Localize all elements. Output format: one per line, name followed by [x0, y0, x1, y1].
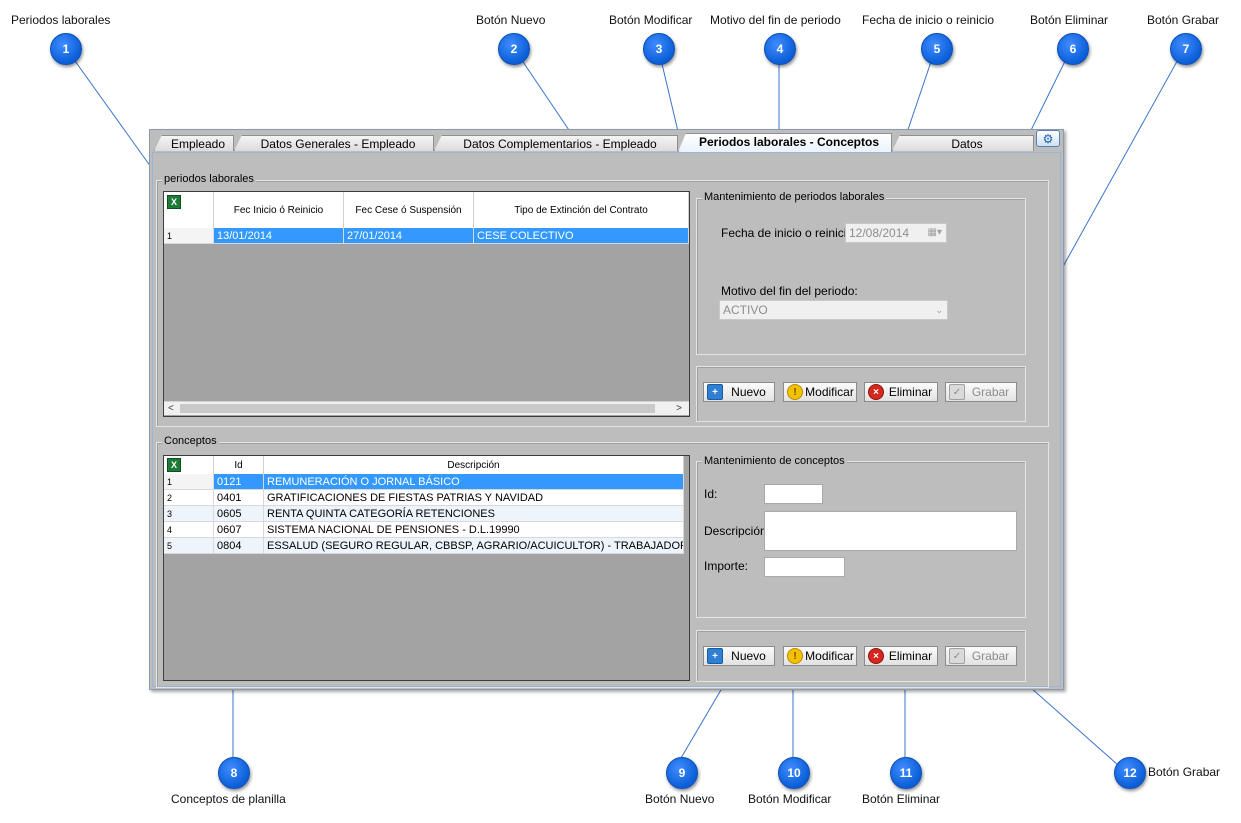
id-label: Id: — [704, 487, 718, 501]
conceptos-eliminar-button[interactable]: × Eliminar — [864, 646, 938, 666]
callout-label-4: Motivo del fin de periodo — [710, 13, 841, 27]
periodos-grabar-button[interactable]: ✓ Grabar — [945, 382, 1017, 402]
delete-icon: × — [868, 384, 884, 400]
periodos-actions — [696, 366, 1026, 422]
callout-label-10: Botón Modificar — [748, 792, 832, 806]
callout-label-3: Botón Modificar — [609, 13, 693, 27]
tab-strip: Empleado Datos Generales - Empleado Dato… — [150, 130, 1063, 152]
callout-label-9: Botón Nuevo — [645, 792, 715, 806]
callout-bubble-12: 12 — [1114, 757, 1146, 789]
conceptos-actions — [696, 630, 1026, 682]
descripcion-label: Descripción: — [704, 524, 771, 538]
periodos-group — [156, 180, 1049, 427]
callout-label-7: Botón Grabar — [1147, 13, 1220, 27]
periodos-modificar-button[interactable]: ! Modificar — [783, 382, 857, 402]
warning-icon: ! — [787, 384, 803, 400]
conceptos-grid[interactable]: X Id Descripción 1 0121 REMUNERACIÓN O J… — [163, 455, 690, 681]
callout-bubble-5: 5 — [921, 33, 953, 65]
callout-bubble-8: 8 — [218, 757, 250, 789]
table-row[interactable]: 1 0121 REMUNERACIÓN O JORNAL BÁSICO — [164, 474, 684, 490]
col-descripcion[interactable]: Descripción — [264, 456, 684, 474]
callout-bubble-3: 3 — [643, 33, 675, 65]
callout-label-8: Conceptos de planilla — [171, 792, 286, 806]
callout-label-1: Periodos laborales — [11, 13, 111, 27]
periodos-nuevo-button[interactable]: + Nuevo — [703, 382, 775, 402]
col-fec-inicio[interactable]: Fec Inicio ó Reinicio — [214, 192, 344, 228]
importe-field[interactable] — [764, 557, 845, 577]
periodos-grid[interactable]: X Fec Inicio ó Reinicio Fec Cese ó Suspe… — [163, 191, 690, 417]
tab-datos-generales[interactable]: Datos Generales - Empleado — [234, 135, 434, 151]
descripcion-field[interactable] — [764, 511, 1017, 551]
mant-periodos-title: Mantenimiento de periodos laborales — [702, 191, 887, 203]
tab-datos-complementarios[interactable]: Datos Complementarios - Empleado — [434, 135, 678, 151]
calendar-icon[interactable]: ▦▾ — [927, 227, 942, 238]
conceptos-modificar-button[interactable]: ! Modificar — [783, 646, 857, 666]
periodos-group-title: periodos laborales — [162, 173, 256, 185]
scroll-left-icon[interactable]: < — [168, 403, 174, 414]
callout-bubble-7: 7 — [1170, 33, 1202, 65]
tab-derechohabientes[interactable]: Datos Derechohabientes — [892, 135, 1034, 151]
conceptos-group-title: Conceptos — [162, 435, 219, 447]
tab-empleado[interactable]: Empleado — [154, 135, 234, 151]
excel-export-icon[interactable]: X — [167, 195, 181, 209]
conceptos-nuevo-button[interactable]: + Nuevo — [703, 646, 775, 666]
motivo-label: Motivo del fin del periodo: — [721, 284, 858, 298]
callout-bubble-10: 10 — [778, 757, 810, 789]
callout-label-6: Botón Eliminar — [1030, 13, 1109, 27]
table-row[interactable]: 4 0607 SISTEMA NACIONAL DE PENSIONES - D… — [164, 522, 684, 538]
col-tipo-extincion[interactable]: Tipo de Extinción del Contrato — [474, 192, 689, 228]
scroll-right-icon[interactable]: > — [676, 403, 682, 414]
mant-conceptos-title: Mantenimiento de conceptos — [702, 455, 847, 467]
mant-periodos-group — [696, 198, 1026, 355]
callout-label-2: Botón Nuevo — [476, 13, 546, 27]
conceptos-grabar-button[interactable]: ✓ Grabar — [945, 646, 1017, 666]
conceptos-grid-header: X Id Descripción — [164, 456, 684, 474]
id-field[interactable] — [764, 484, 823, 504]
table-row[interactable]: 5 0804 ESSALUD (SEGURO REGULAR, CBBSP, A… — [164, 538, 684, 554]
callout-bubble-11: 11 — [890, 757, 922, 789]
col-fec-cese[interactable]: Fec Cese ó Suspensión — [344, 192, 474, 228]
fecha-inicio-label: Fecha de inicio o reinicio: — [721, 226, 857, 240]
importe-label: Importe: — [704, 559, 749, 573]
warning-icon: ! — [787, 648, 803, 664]
periodos-hscrollbar[interactable]: < > — [164, 401, 689, 415]
table-row[interactable]: 2 0401 GRATIFICACIONES DE FIESTAS PATRIA… — [164, 490, 684, 506]
periodos-eliminar-button[interactable]: × Eliminar — [864, 382, 938, 402]
motivo-select[interactable]: ACTIVO ⌄ — [719, 300, 948, 320]
app-window: Empleado Datos Generales - Empleado Dato… — [149, 129, 1064, 690]
fecha-inicio-datepicker[interactable]: 12/08/2014 ▦▾ — [845, 223, 947, 243]
excel-export-icon[interactable]: X — [167, 458, 181, 472]
new-record-icon: + — [707, 648, 723, 664]
callout-bubble-1: 1 — [50, 33, 82, 65]
checkbox-save-icon: ✓ — [949, 648, 965, 664]
col-id[interactable]: Id — [214, 456, 264, 474]
callout-bubble-4: 4 — [764, 33, 796, 65]
delete-icon: × — [868, 648, 884, 664]
mant-conceptos-group — [696, 461, 1026, 618]
conceptos-group — [156, 442, 1049, 688]
table-row[interactable]: 1 13/01/2014 27/01/2014 CESE COLECTIVO — [164, 228, 689, 244]
tab-periodos-conceptos[interactable]: Periodos laborales - Conceptos — [678, 133, 892, 152]
scroll-thumb[interactable] — [180, 404, 655, 413]
callout-bubble-2: 2 — [498, 33, 530, 65]
callout-label-11: Botón Eliminar — [862, 792, 941, 806]
callout-bubble-6: 6 — [1057, 33, 1089, 65]
table-row[interactable]: 3 0605 RENTA QUINTA CATEGORÍA RETENCIONE… — [164, 506, 684, 522]
chevron-down-icon[interactable]: ⌄ — [935, 305, 943, 315]
new-record-icon: + — [707, 384, 723, 400]
callout-label-5: Fecha de inicio o reinicio — [862, 13, 995, 27]
callout-label-12: Botón Grabar — [1148, 765, 1221, 779]
gear-icon[interactable]: ⚙ — [1036, 130, 1060, 147]
checkbox-save-icon: ✓ — [949, 384, 965, 400]
callout-bubble-9: 9 — [666, 757, 698, 789]
periodos-grid-header: X Fec Inicio ó Reinicio Fec Cese ó Suspe… — [164, 192, 689, 228]
tab-content: periodos laborales X Fec Inicio ó Reinic… — [152, 152, 1061, 688]
